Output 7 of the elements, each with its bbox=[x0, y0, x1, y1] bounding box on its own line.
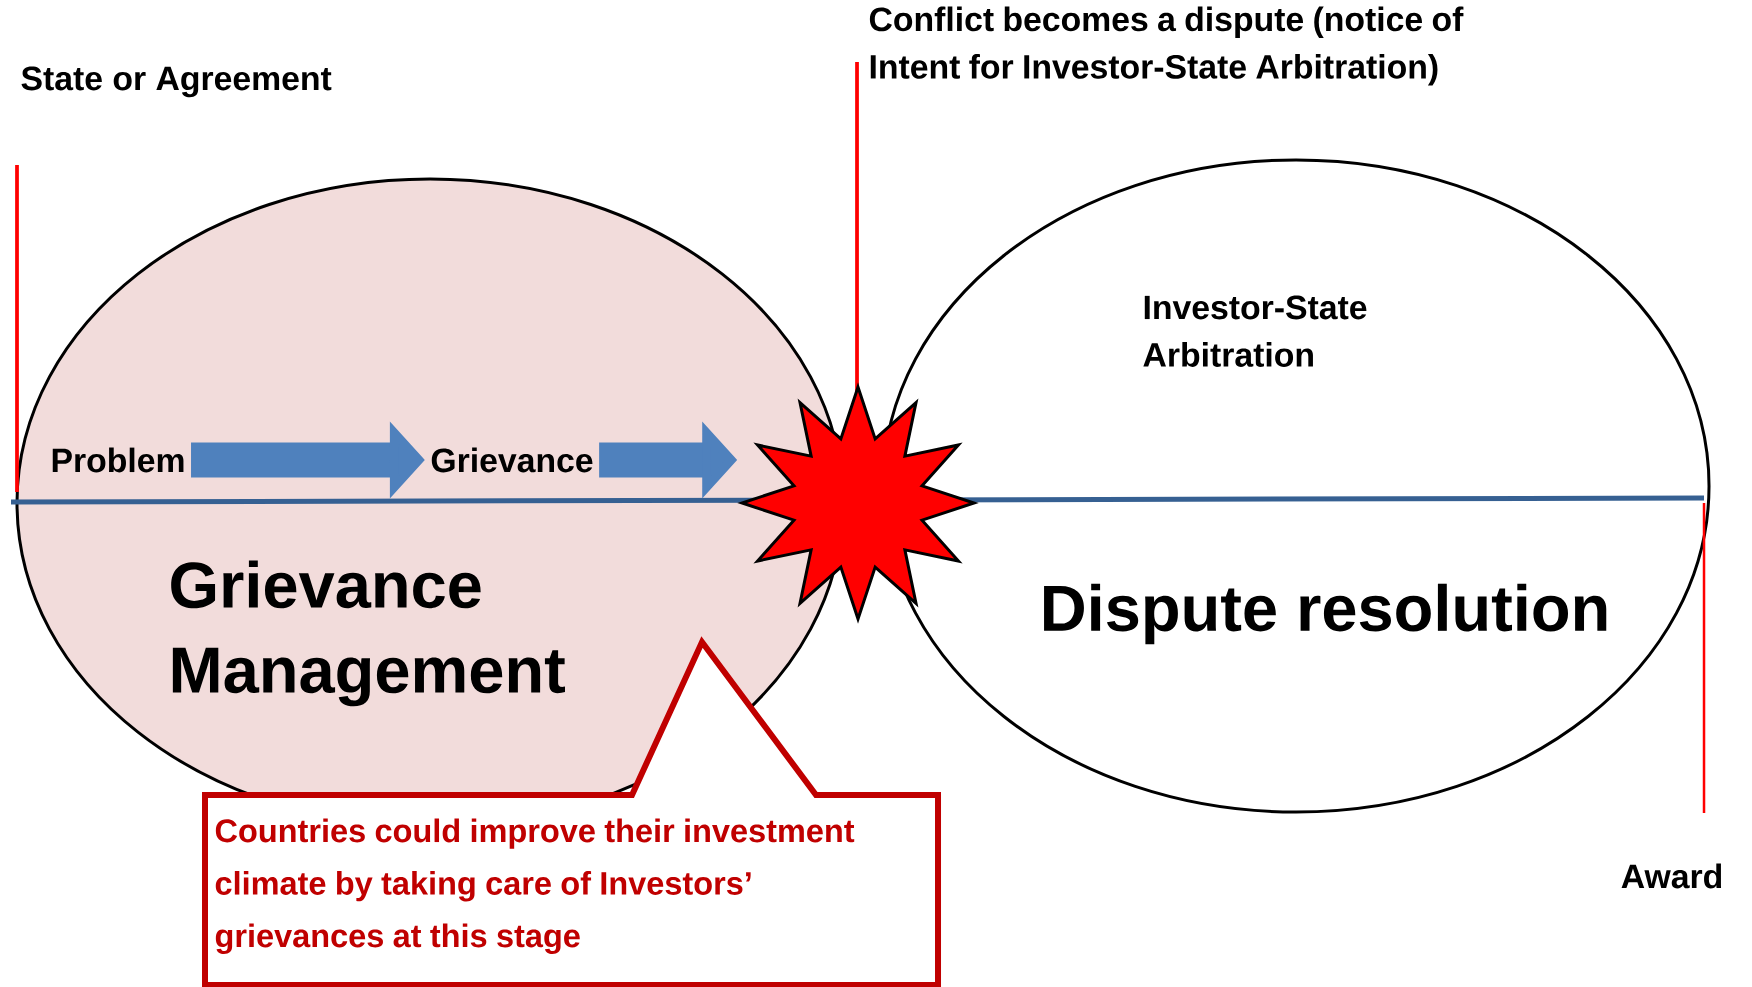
region-label: Dispute resolution bbox=[1044, 583, 1607, 645]
region-label: Investor-State Arbitration bbox=[1143, 295, 1367, 367]
marker-label: Conflict becomes a dispute (notice of Intent for Investor-State Arbitration) bbox=[869, 6, 1464, 86]
marker-label: State or Agreement bbox=[21, 66, 332, 98]
step-label: Grievance bbox=[431, 447, 593, 473]
marker-label: Award bbox=[1621, 863, 1722, 889]
step-label: Problem bbox=[52, 447, 184, 473]
